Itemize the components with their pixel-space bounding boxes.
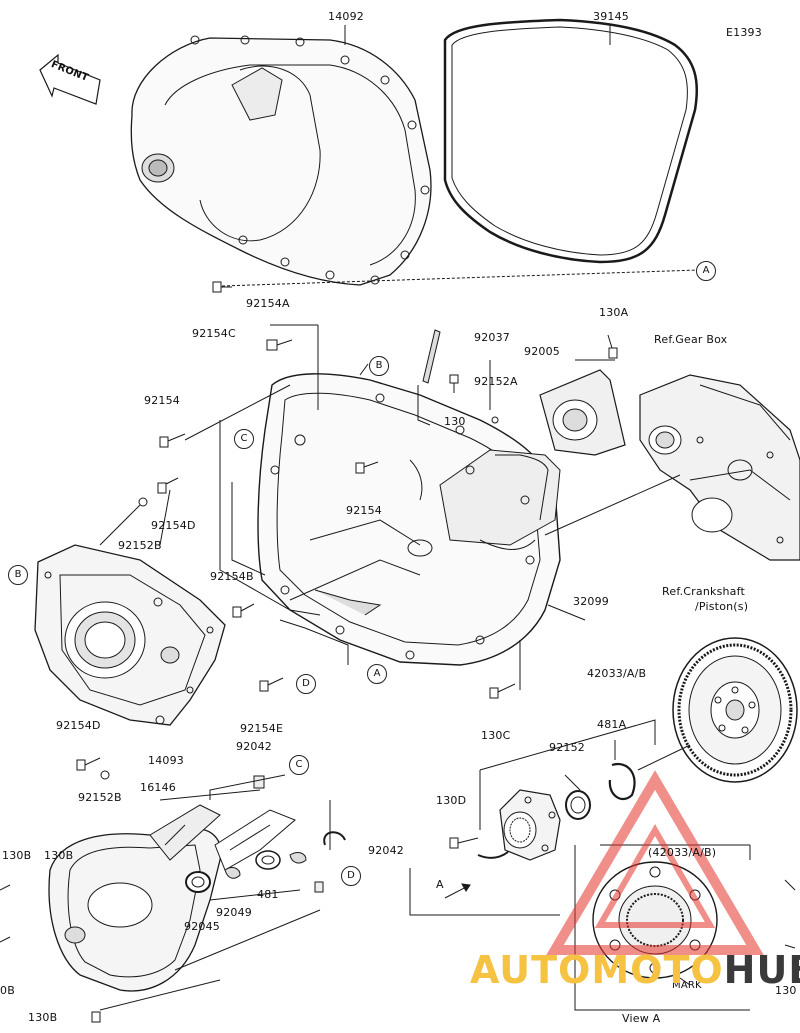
oneway-clutch-42033 bbox=[499, 789, 561, 861]
flywheel bbox=[672, 637, 798, 783]
sleeve-92042 bbox=[253, 775, 265, 789]
bolt-92154D-b bbox=[76, 757, 101, 771]
ref-gear-box bbox=[639, 374, 800, 561]
callout-B2: B bbox=[8, 565, 28, 585]
label-130B-left: 130B bbox=[2, 849, 32, 862]
label-14093: 14093 bbox=[148, 754, 184, 767]
bolt-92154D bbox=[157, 477, 179, 494]
label-16146: 16146 bbox=[140, 781, 176, 794]
label-130C: 130C bbox=[481, 729, 511, 742]
callout-A3: A bbox=[436, 878, 444, 891]
watermark-text: AUTOMOTOHUB bbox=[470, 948, 800, 992]
bolt-130A bbox=[607, 334, 618, 359]
washer-92152B bbox=[138, 497, 148, 507]
clutch-cover-14092 bbox=[130, 35, 432, 286]
label-ref-crankshaft: Ref.Crankshaft bbox=[662, 585, 746, 598]
label-92154B: 92154B bbox=[210, 570, 254, 583]
label-39145: 39145 bbox=[593, 10, 629, 23]
ring-481A bbox=[608, 762, 636, 801]
callout-A2: A bbox=[367, 664, 387, 684]
label-92152A: 92152A bbox=[474, 375, 518, 388]
diagram-code: E1393 bbox=[726, 26, 762, 39]
circlip-ring bbox=[323, 831, 346, 846]
inner-cover-14093 bbox=[34, 544, 226, 726]
label-92154: 92154 bbox=[144, 394, 180, 407]
lower-cover-16146 bbox=[48, 804, 222, 992]
sleeve-92042-b bbox=[314, 881, 324, 893]
gasket-39145 bbox=[443, 18, 699, 264]
bolt-92154 bbox=[159, 433, 186, 448]
label-92037: 92037 bbox=[474, 331, 510, 344]
label-92042: 92042 bbox=[236, 740, 272, 753]
bolt-92154A bbox=[266, 339, 293, 351]
bolt-130D bbox=[449, 837, 479, 849]
washer-92152A bbox=[491, 416, 499, 424]
fitting-92005 bbox=[539, 359, 626, 456]
label-130: 130 bbox=[444, 415, 466, 428]
bolt-130 bbox=[449, 374, 459, 393]
label-42033: 42033/A/B bbox=[587, 667, 647, 680]
callout-C1: C bbox=[234, 429, 254, 449]
bolt-92154-b bbox=[355, 461, 379, 474]
label-92154A: 92154A bbox=[246, 297, 290, 310]
callout-C2: C bbox=[289, 755, 309, 775]
label-92154C: 92154C bbox=[192, 327, 236, 340]
bolt-92154C bbox=[212, 281, 232, 293]
bolt-92154B bbox=[232, 603, 255, 618]
clip-92049 bbox=[224, 867, 241, 879]
label-32099: 32099 bbox=[573, 595, 609, 608]
label-92152B-b: 92152B bbox=[78, 791, 122, 804]
label-ref-gear-box: Ref.Gear Box bbox=[654, 333, 728, 346]
label-92045: 92045 bbox=[184, 920, 220, 933]
front-arrow-icon bbox=[39, 53, 101, 105]
label-130B: 130B bbox=[28, 1011, 58, 1024]
label-fragment-right: 130 bbox=[775, 984, 797, 997]
bolt-130C bbox=[489, 683, 516, 699]
callout-B1: B bbox=[369, 356, 389, 376]
label-92154-b: 92154 bbox=[346, 504, 382, 517]
label-481: 481 bbox=[257, 888, 279, 901]
bolt-92154E bbox=[259, 677, 284, 692]
clip-small bbox=[289, 852, 307, 864]
callout-A1: A bbox=[696, 261, 716, 281]
bolt-right-edge bbox=[784, 879, 796, 949]
label-481A: 481A bbox=[597, 718, 627, 731]
bearing-481 bbox=[255, 850, 281, 870]
label-14092: 14092 bbox=[328, 10, 364, 23]
label-92005: 92005 bbox=[524, 345, 560, 358]
bearing-92152 bbox=[565, 790, 591, 820]
callout-D1: D bbox=[296, 674, 316, 694]
label-92152B: 92152B bbox=[118, 539, 162, 552]
bolt-left-edge bbox=[0, 884, 11, 943]
label-ref-piston: /Piston(s) bbox=[695, 600, 749, 613]
label-92049: 92049 bbox=[216, 906, 252, 919]
mark-label: MARK bbox=[672, 980, 702, 991]
label-fragment-left: 0B bbox=[0, 984, 15, 997]
callout-D2: D bbox=[341, 866, 361, 886]
label-92042-b: 92042 bbox=[368, 844, 404, 857]
view-caption: View A bbox=[622, 1012, 661, 1025]
label-92154D-b: 92154D bbox=[56, 719, 101, 732]
pin-92037 bbox=[422, 329, 441, 384]
seal-92045 bbox=[185, 871, 211, 893]
label-92154D: 92154D bbox=[151, 519, 196, 532]
bolt-130B bbox=[91, 1011, 101, 1023]
chain-guide bbox=[214, 809, 296, 871]
washer-92152B-b bbox=[100, 770, 110, 780]
crankcase-cover-32099 bbox=[257, 373, 561, 666]
label-130D: 130D bbox=[436, 794, 467, 807]
label-130B-mid: 130B bbox=[44, 849, 74, 862]
inset-title: (42033/A/B) bbox=[648, 846, 717, 859]
label-130A: 130A bbox=[599, 306, 629, 319]
label-92154E: 92154E bbox=[240, 722, 284, 735]
watermark-logo bbox=[546, 770, 764, 955]
label-92152: 92152 bbox=[549, 741, 585, 754]
